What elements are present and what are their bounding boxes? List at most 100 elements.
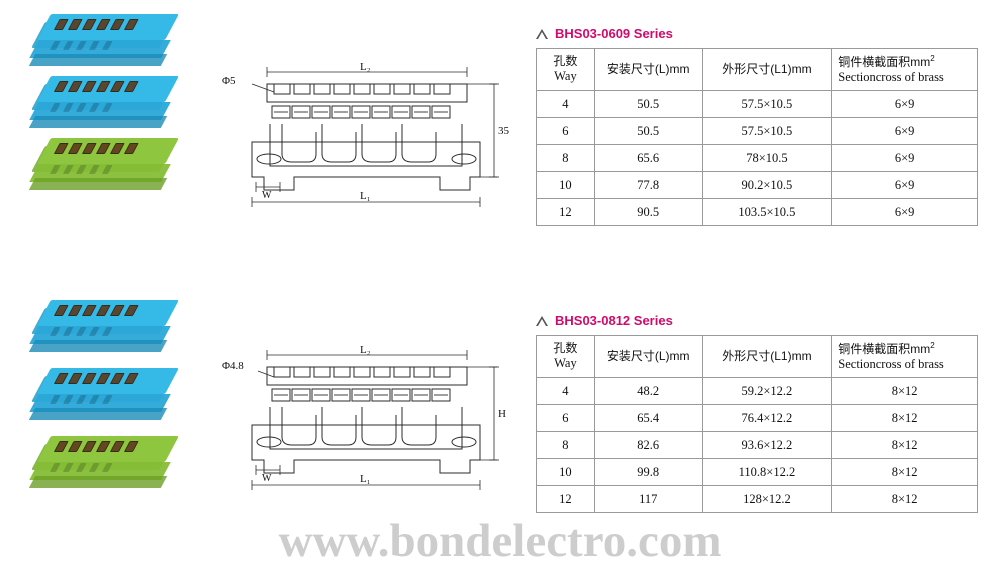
cell-brass: 6×9	[831, 90, 978, 118]
table-header-row: 孔数 Way 安装尺寸(L)mm 外形尺寸(L1)mm 铜件横截面积mm2 Se…	[536, 48, 978, 91]
table-row: 8 65.6 78×10.5 6×9	[536, 144, 978, 172]
cell-mounting: 117	[593, 485, 703, 513]
cell-mounting: 90.5	[593, 198, 703, 226]
cell-outline: 57.5×10.5	[701, 90, 833, 118]
table-body-top: 4 50.5 57.5×10.5 6×9 6 50.5 57.5×10.5 6×…	[536, 90, 978, 226]
table-row: 10 99.8 110.8×12.2 8×12	[536, 458, 978, 486]
dim-hole-diameter-top: Φ5	[222, 75, 236, 87]
th-brass-section: 铜件横截面积mm2 Sectioncross of brass	[831, 335, 978, 378]
dim-w-top: W	[262, 190, 272, 201]
block-notches	[49, 103, 164, 113]
cell-mounting: 48.2	[593, 377, 703, 405]
block-feet	[28, 340, 168, 352]
terminal-block-green	[28, 138, 184, 196]
th-way: 孔数 Way	[536, 335, 595, 378]
dim-height-bottom: H	[498, 408, 506, 420]
terminal-block-blue	[28, 76, 184, 134]
cell-outline: 59.2×12.2	[701, 377, 833, 405]
cell-way: 8	[536, 431, 595, 459]
block-notches	[49, 395, 164, 405]
cell-mounting: 50.5	[593, 117, 703, 145]
th-brass-section: 铜件横截面积mm2 Sectioncross of brass	[831, 48, 978, 91]
th-way: 孔数 Way	[536, 48, 595, 91]
block-holes	[52, 373, 171, 387]
cell-outline: 128×12.2	[701, 485, 833, 513]
cell-outline: 76.4×12.2	[701, 404, 833, 432]
block-notches	[49, 165, 164, 175]
triangle-icon	[536, 28, 548, 39]
cell-way: 12	[536, 485, 595, 513]
table-row: 10 77.8 90.2×10.5 6×9	[536, 171, 978, 199]
series-header-bottom: BHS03-0812 Series	[536, 313, 673, 328]
cell-way: 10	[536, 171, 595, 199]
table-row: 8 82.6 93.6×12.2 8×12	[536, 431, 978, 459]
block-notches	[49, 463, 164, 473]
th-mounting-size: 安装尺寸(L)mm	[593, 335, 703, 378]
cell-brass: 6×9	[831, 171, 978, 199]
block-holes	[52, 441, 171, 455]
spec-table-top: 孔数 Way 安装尺寸(L)mm 外形尺寸(L1)mm 铜件横截面积mm2 Se…	[536, 48, 978, 226]
cell-way: 12	[536, 198, 595, 226]
cell-mounting: 65.4	[593, 404, 703, 432]
watermark: www.bondelectro.com	[278, 515, 722, 567]
table-row: 6 65.4 76.4×12.2 8×12	[536, 404, 978, 432]
cell-outline: 90.2×10.5	[701, 171, 833, 199]
block-feet	[28, 116, 168, 128]
cell-outline: 78×10.5	[701, 144, 833, 172]
table-row: 4 48.2 59.2×12.2 8×12	[536, 377, 978, 405]
spec-table-bottom: 孔数 Way 安装尺寸(L)mm 外形尺寸(L1)mm 铜件横截面积mm2 Se…	[536, 335, 978, 513]
block-feet	[28, 54, 168, 66]
terminal-block-green	[28, 436, 184, 494]
cell-outline: 110.8×12.2	[701, 458, 833, 486]
dim-w-bottom: W	[262, 473, 272, 484]
block-feet	[28, 408, 168, 420]
th-outline-size: 外形尺寸(L1)mm	[701, 335, 833, 378]
terminal-block-blue	[28, 368, 184, 426]
dim-hole-diameter-bottom: Φ4.8	[222, 360, 244, 372]
cell-brass: 6×9	[831, 144, 978, 172]
product-photo-group-bottom	[14, 300, 214, 550]
table-row: 4 50.5 57.5×10.5 6×9	[536, 90, 978, 118]
cell-mounting: 65.6	[593, 144, 703, 172]
cell-brass: 8×12	[831, 404, 978, 432]
cell-mounting: 50.5	[593, 90, 703, 118]
table-body-bottom: 4 48.2 59.2×12.2 8×12 6 65.4 76.4×12.2 8…	[536, 377, 978, 513]
series-title: BHS03-0609 Series	[555, 26, 673, 41]
block-holes	[52, 19, 171, 33]
dim-l2-top: L₂	[360, 62, 371, 73]
table-row: 12 90.5 103.5×10.5 6×9	[536, 198, 978, 226]
dim-height-top: 35	[498, 125, 510, 137]
cell-brass: 8×12	[831, 485, 978, 513]
cell-mounting: 77.8	[593, 171, 703, 199]
cell-mounting: 82.6	[593, 431, 703, 459]
series-title: BHS03-0812 Series	[555, 313, 673, 328]
cell-way: 4	[536, 90, 595, 118]
th-mounting-size: 安装尺寸(L)mm	[593, 48, 703, 91]
cell-way: 4	[536, 377, 595, 405]
drawing-svg-bottom: Φ4.8 L₂ L₁ W	[222, 344, 506, 490]
cell-mounting: 99.8	[593, 458, 703, 486]
table-row: 6 50.5 57.5×10.5 6×9	[536, 117, 978, 145]
product-photo-group-top	[14, 14, 214, 244]
block-holes	[52, 81, 171, 95]
cell-outline: 103.5×10.5	[701, 198, 833, 226]
cell-brass: 8×12	[831, 431, 978, 459]
table-header-row: 孔数 Way 安装尺寸(L)mm 外形尺寸(L1)mm 铜件横截面积mm2 Se…	[536, 335, 978, 378]
technical-drawing-bottom: Φ4.8 L₂ L₁ W	[222, 344, 512, 520]
cell-outline: 93.6×12.2	[701, 431, 833, 459]
cell-brass: 8×12	[831, 458, 978, 486]
cell-outline: 57.5×10.5	[701, 117, 833, 145]
dim-l1-top: L₁	[360, 190, 371, 202]
dim-l2-bottom: L₂	[360, 345, 371, 356]
table-row: 12 117 128×12.2 8×12	[536, 485, 978, 513]
block-notches	[49, 327, 164, 337]
block-holes	[52, 305, 171, 319]
block-feet	[28, 178, 168, 190]
series-header-top: BHS03-0609 Series	[536, 26, 673, 41]
block-notches	[49, 41, 164, 51]
cell-way: 10	[536, 458, 595, 486]
drawing-svg-top: Φ5 L₂ L₁ W	[222, 61, 510, 207]
terminal-block-blue	[28, 14, 184, 72]
terminal-block-blue	[28, 300, 184, 358]
